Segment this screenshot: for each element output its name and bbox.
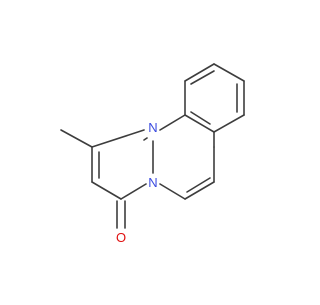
bond-n1-c2-dbl — [143, 137, 148, 141]
methyl-bond — [60, 129, 93, 148]
nitrogen-label-ring: N — [148, 120, 157, 135]
bond-c-aryl — [159, 114, 186, 131]
bond-c3-c4 — [91, 181, 122, 200]
oxygen-label-carbonyl: O — [116, 230, 126, 245]
bond-n1-c2 — [91, 129, 145, 148]
atom-labels-layer: N N O — [116, 120, 158, 245]
bond-n-ch — [159, 183, 186, 200]
structure-canvas: N N O — [60, 63, 245, 245]
chemical-structure: N N O — [60, 63, 245, 245]
bond-c4-n — [120, 183, 147, 200]
benzene-bond-2 — [184, 63, 215, 82]
bond-aryl-fusion — [184, 114, 215, 133]
benzene-bond-3 — [213, 63, 245, 82]
bonds-layer — [60, 63, 245, 229]
bond-ch-ch-inner — [186, 177, 211, 193]
benzene-bond-6-inner — [190, 111, 211, 125]
benzene-bond-5 — [213, 114, 245, 133]
benzene-bond-2-inner — [190, 70, 215, 85]
nitrogen-label-bridgehead: N — [148, 175, 157, 190]
bond-ch-ch — [184, 181, 215, 200]
